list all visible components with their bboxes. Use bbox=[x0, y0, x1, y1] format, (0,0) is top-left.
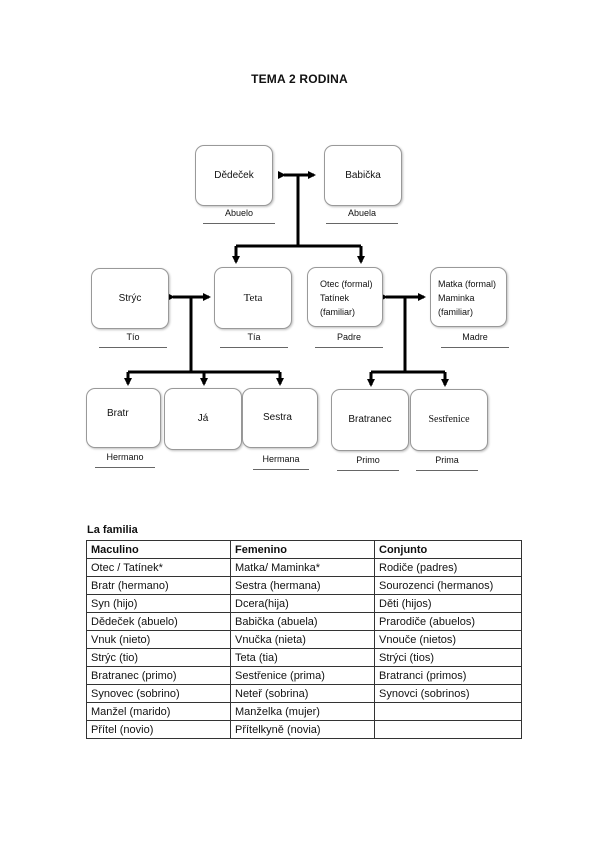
table-cell: Dědeček (abuelo) bbox=[86, 612, 231, 631]
matka-line-1: Matka (formal) bbox=[438, 279, 497, 289]
table-cell bbox=[374, 720, 522, 739]
bratranec-name: Bratranec bbox=[348, 414, 392, 425]
table-cell: Prarodiče (abuelos) bbox=[374, 612, 522, 631]
stryc-box: Strýc bbox=[91, 268, 169, 329]
sestrenice-name: Sestřenice bbox=[428, 414, 470, 425]
table-cell: Babička (abuela) bbox=[230, 612, 375, 631]
table-cell: Sourozenci (hermanos) bbox=[374, 576, 522, 595]
page-title: TEMA 2 RODINA bbox=[251, 72, 348, 86]
otec-line-3: (familiar) bbox=[320, 307, 355, 317]
table-row: Syn (hijo)Dcera(hija)Děti (hijos) bbox=[86, 594, 522, 613]
bratr-box: Bratr bbox=[86, 388, 161, 448]
sestrenice-box: Sestřenice bbox=[410, 389, 488, 451]
table-row: Synovec (sobrino)Neteř (sobrina)Synovci … bbox=[86, 684, 522, 703]
matka-line-2: Maminka bbox=[438, 293, 475, 303]
table-row: Přítel (novio)Přítelkyně (novia) bbox=[86, 720, 522, 739]
padre-caption: Padre bbox=[315, 332, 383, 348]
bratr-name: Bratr bbox=[107, 408, 129, 419]
prima-caption: Prima bbox=[416, 455, 478, 471]
header-plural: Conjunto bbox=[374, 540, 522, 559]
table-row: Strýc (tio)Teta (tia)Strýci (tios) bbox=[86, 648, 522, 667]
stryc-name: Strýc bbox=[118, 292, 142, 304]
table-cell: Bratr (hermano) bbox=[86, 576, 231, 595]
hermana-caption: Hermana bbox=[253, 454, 309, 470]
table-cell: Strýc (tio) bbox=[86, 648, 231, 667]
otec-line-1: Otec (formal) bbox=[320, 279, 373, 289]
table-row: Dědeček (abuelo)Babička (abuela)Prarodič… bbox=[86, 612, 522, 631]
ja-box: Já bbox=[164, 388, 242, 450]
matka-box: Matka (formal) Maminka (familiar) bbox=[430, 267, 507, 327]
table-cell: Vnuk (nieto) bbox=[86, 630, 231, 649]
table-cell: Matka/ Maminka* bbox=[230, 558, 375, 577]
table-row: Vnuk (nieto)Vnučka (nieta)Vnouče (nietos… bbox=[86, 630, 522, 649]
table-cell: Syn (hijo) bbox=[86, 594, 231, 613]
primo-caption: Primo bbox=[337, 455, 399, 471]
table-row: Bratranec (primo)Sestřenice (prima)Bratr… bbox=[86, 666, 522, 685]
hermano-caption: Hermano bbox=[95, 452, 155, 468]
table-body: Otec / Tatínek*Matka/ Maminka*Rodiče (pa… bbox=[86, 558, 522, 739]
abuela-caption: Abuela bbox=[326, 208, 398, 224]
table-cell: Rodiče (padres) bbox=[374, 558, 522, 577]
matka-line-3: (familiar) bbox=[438, 307, 473, 317]
sestra-box: Sestra bbox=[242, 388, 318, 448]
table-cell: Dcera(hija) bbox=[230, 594, 375, 613]
table-cell: Manželka (mujer) bbox=[230, 702, 375, 721]
babicka-name: Babička bbox=[345, 169, 381, 181]
teta-name: Teta bbox=[243, 292, 263, 304]
family-title: La familia bbox=[87, 524, 138, 536]
table-cell: Přítelkyně (novia) bbox=[230, 720, 375, 739]
table-row: Bratr (hermano)Sestra (hermana)Sourozenc… bbox=[86, 576, 522, 595]
table-cell: Sestřenice (prima) bbox=[230, 666, 375, 685]
table-cell: Synovci (sobrinos) bbox=[374, 684, 522, 703]
table-cell: Vnouče (nietos) bbox=[374, 630, 522, 649]
header-masculine: Maculino bbox=[86, 540, 231, 559]
ja-name: Já bbox=[197, 413, 209, 424]
table-cell: Bratranec (primo) bbox=[86, 666, 231, 685]
family-table: Maculino Femenino Conjunto Otec / Tatíne… bbox=[86, 540, 522, 739]
table-cell: Vnučka (nieta) bbox=[230, 630, 375, 649]
table-cell: Teta (tia) bbox=[230, 648, 375, 667]
dedecek-name: Dědeček bbox=[214, 169, 254, 181]
tia-caption: Tía bbox=[220, 332, 288, 348]
otec-box: Otec (formal) Tatínek (familiar) bbox=[307, 267, 383, 327]
tio-caption: Tío bbox=[99, 332, 167, 348]
table-cell: Přítel (novio) bbox=[86, 720, 231, 739]
table-cell: Strýci (tios) bbox=[374, 648, 522, 667]
table-cell: Synovec (sobrino) bbox=[86, 684, 231, 703]
table-cell: Otec / Tatínek* bbox=[86, 558, 231, 577]
madre-caption: Madre bbox=[441, 332, 509, 348]
table-cell bbox=[374, 702, 522, 721]
table-cell: Neteř (sobrina) bbox=[230, 684, 375, 703]
header-feminine: Femenino bbox=[230, 540, 375, 559]
table-cell: Děti (hijos) bbox=[374, 594, 522, 613]
table-cell: Sestra (hermana) bbox=[230, 576, 375, 595]
table-cell: Bratranci (primos) bbox=[374, 666, 522, 685]
table-cell: Manžel (marido) bbox=[86, 702, 231, 721]
bratranec-box: Bratranec bbox=[331, 389, 409, 451]
teta-box: Teta bbox=[214, 267, 292, 329]
abuelo-caption: Abuelo bbox=[203, 208, 275, 224]
table-row: Otec / Tatínek*Matka/ Maminka*Rodiče (pa… bbox=[86, 558, 522, 577]
table-header-row: Maculino Femenino Conjunto bbox=[86, 540, 522, 559]
table-row: Manžel (marido)Manželka (mujer) bbox=[86, 702, 522, 721]
dedecek-box: Dědeček bbox=[195, 145, 273, 206]
babicka-box: Babička bbox=[324, 145, 402, 206]
otec-line-2: Tatínek bbox=[320, 293, 350, 303]
sestra-name: Sestra bbox=[263, 412, 292, 423]
